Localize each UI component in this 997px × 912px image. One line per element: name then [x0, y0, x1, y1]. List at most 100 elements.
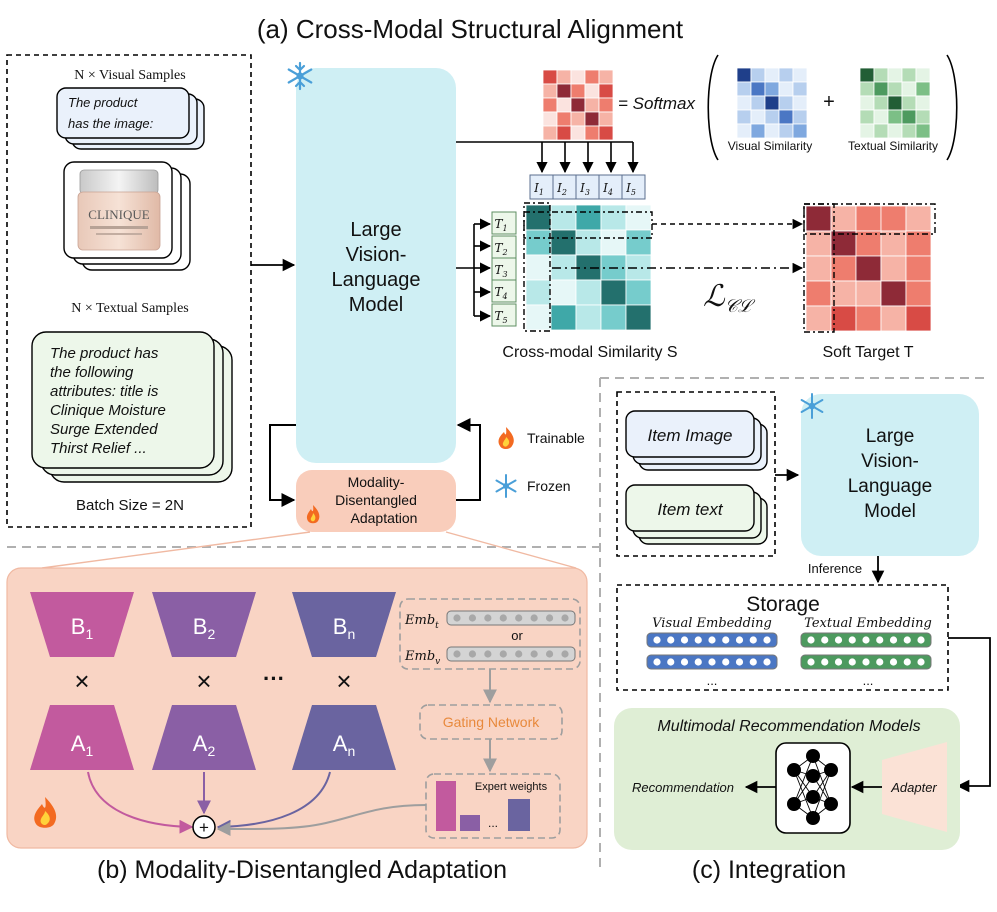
matrix-cell — [556, 111, 572, 127]
embedding-dim — [468, 614, 477, 622]
embedding-dim — [484, 614, 492, 622]
text-token-label: T1 — [494, 217, 507, 233]
matrix-cell — [584, 69, 600, 85]
cross-modal-similarity-matrix — [525, 204, 652, 331]
matrix-cell — [887, 95, 903, 111]
embedding-dim — [917, 658, 925, 666]
mda-detail-panel — [6, 567, 588, 849]
matrix-cell — [915, 81, 931, 97]
image-token — [621, 174, 646, 200]
matrix-cell — [873, 109, 889, 125]
snowflake-icon-c — [800, 393, 824, 419]
svg-text:An: An — [333, 731, 355, 759]
svg-text:B1: B1 — [71, 614, 94, 642]
matrix-cell — [792, 109, 808, 125]
embedding-dim — [667, 658, 675, 666]
svg-text:A2: A2 — [193, 731, 216, 759]
text-card-line-1: The product has — [50, 345, 159, 362]
matrix-cell — [570, 83, 586, 99]
item-text-label: Item text — [657, 500, 723, 519]
svg-text:Bn: Bn — [333, 614, 355, 642]
fire-icon-b — [34, 797, 57, 828]
emb-t-label: Embt — [404, 613, 439, 631]
matrix-cell — [600, 204, 627, 231]
matrix-cell — [901, 81, 917, 97]
lvlm-box-a — [296, 68, 456, 463]
expert-weights-label: Expert weights — [475, 781, 548, 793]
matrix-cell — [880, 255, 907, 282]
nn-node — [806, 769, 820, 783]
text-token-label: T4 — [494, 285, 507, 301]
lvlm-to-mda-loop — [269, 424, 296, 507]
embedding-dim — [453, 650, 461, 658]
matrix-cell — [764, 123, 780, 139]
expert-b2: B2 — [152, 592, 256, 657]
svg-text:Adapter: Adapter — [890, 780, 937, 795]
matrix-cell — [901, 123, 917, 139]
matrix-cell — [625, 204, 652, 231]
embedding-dim — [545, 614, 554, 622]
matrix-cell — [859, 123, 875, 139]
weights-ellipsis: ... — [488, 816, 498, 830]
visual-embedding-label: Visual Embedding — [652, 616, 772, 631]
matrix-cell — [525, 304, 552, 331]
lvlm-a-line-2: Vision- — [346, 244, 407, 266]
matrix-cell — [570, 125, 586, 141]
matrix-cell — [542, 111, 558, 127]
matrix-cell — [859, 81, 875, 97]
embedding-dim — [889, 636, 898, 644]
matrix-cell — [792, 123, 808, 139]
softmax-target-matrix — [542, 69, 614, 141]
expert-a1: A1 — [30, 705, 134, 770]
matrix-cell — [584, 111, 600, 127]
matrix-cell — [750, 95, 766, 111]
text-embedding-vector — [446, 610, 576, 626]
embedding-dim — [680, 636, 689, 644]
embedding-dim — [903, 636, 911, 644]
mm-rec-title: Multimodal Recommendation Models — [657, 718, 920, 735]
lvlm-box-c — [801, 394, 979, 556]
matrix-cell — [764, 95, 780, 111]
zoom-line-right — [445, 531, 577, 569]
matrix-cell — [915, 67, 931, 83]
lvlm-c-line-4: Model — [864, 501, 916, 522]
matrix-cell — [855, 280, 882, 307]
soft-target-col-highlight — [803, 203, 835, 333]
matrix-cell — [830, 255, 857, 282]
visual-sample-cards: The product has the image: — [56, 87, 205, 150]
nn-node — [806, 811, 820, 825]
section-c-title: (c) Integration — [692, 856, 846, 884]
emb-v-label: Embv — [404, 649, 440, 667]
neural-network-icon — [775, 742, 851, 834]
expert-bn: Bn — [292, 592, 396, 657]
visual-embedding-vector — [446, 646, 576, 662]
embedding-dim — [848, 658, 856, 666]
matrix-cell — [736, 109, 752, 125]
matrix-cell — [887, 81, 903, 97]
storage-box — [616, 584, 949, 691]
product-jar-label: CLINIQUE — [88, 207, 149, 222]
matrix-cell — [584, 83, 600, 99]
right-paren — [946, 54, 958, 161]
an-to-sum-arrow — [216, 771, 331, 834]
matrix-cell — [600, 229, 627, 256]
embedding-dim — [749, 658, 757, 666]
section-b-title: (b) Modality-Disentangled Adaptation — [97, 856, 507, 884]
text-card-line-2: the following — [50, 364, 134, 381]
embedding-dim — [763, 658, 771, 666]
matrix-cell — [556, 125, 572, 141]
embedding-dim — [735, 636, 744, 644]
matrix-cell — [915, 123, 931, 139]
text-card-line-5: Surge Extended — [50, 421, 158, 438]
visual-card-line1: The product — [68, 95, 139, 110]
weight-bar-n — [508, 799, 530, 831]
matrix-cell — [584, 97, 600, 113]
gating-network-label: Gating Network — [443, 714, 540, 730]
input-samples-box — [6, 54, 252, 528]
matrix-cell — [598, 125, 614, 141]
expert-a2: A2 — [152, 705, 256, 770]
product-image-cards: CLINIQUE — [63, 161, 191, 271]
lvlm-c-line-1: Large — [866, 426, 915, 447]
